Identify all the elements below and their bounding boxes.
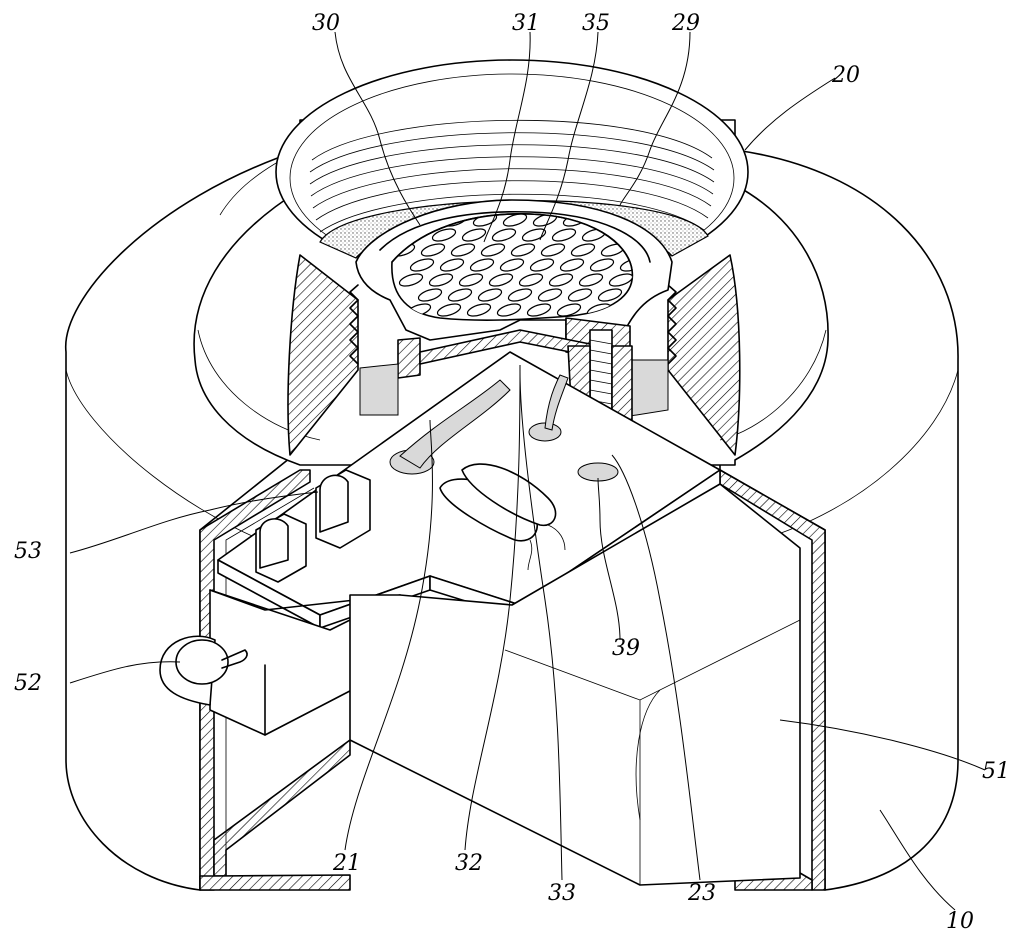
mesh-hole bbox=[570, 243, 596, 257]
mesh-hole bbox=[461, 228, 487, 242]
ref-53: 53 bbox=[14, 539, 42, 564]
mesh-hole bbox=[507, 288, 533, 302]
mesh-hole bbox=[477, 288, 503, 302]
mesh-hole bbox=[589, 258, 615, 272]
connector-53 bbox=[255, 469, 371, 583]
ref-23: 23 bbox=[687, 881, 716, 906]
mesh-hole bbox=[529, 258, 555, 272]
mesh-hole bbox=[469, 258, 495, 272]
mesh-hole bbox=[499, 258, 525, 272]
ref-30: 30 bbox=[312, 11, 340, 36]
ref-33: 33 bbox=[548, 881, 576, 906]
ref-10: 10 bbox=[946, 909, 974, 934]
mesh-hole bbox=[431, 228, 457, 242]
ref-31: 31 bbox=[512, 11, 540, 36]
mesh-hole bbox=[578, 273, 604, 287]
circuit-board-21 bbox=[217, 351, 721, 629]
mesh-hole bbox=[548, 273, 574, 287]
mesh-hole bbox=[480, 243, 506, 257]
mesh-hole bbox=[510, 243, 536, 257]
mesh-hole bbox=[436, 303, 462, 317]
mesh-hole bbox=[559, 258, 585, 272]
mesh-hole bbox=[567, 288, 593, 302]
mesh-hole bbox=[556, 303, 582, 317]
ref-20: 20 bbox=[831, 63, 860, 88]
battery-51 bbox=[349, 483, 801, 886]
mesh-hole bbox=[420, 243, 446, 257]
mesh-hole bbox=[439, 258, 465, 272]
ref-29: 29 bbox=[671, 11, 700, 36]
mesh-hole bbox=[491, 228, 517, 242]
ref-39: 39 bbox=[612, 636, 640, 661]
ref-35: 35 bbox=[582, 11, 610, 36]
mesh-hole bbox=[597, 288, 623, 302]
leader-lines bbox=[69, 31, 986, 911]
reference-numerals: 30 31 35 29 20 53 52 39 51 21 32 33 23 1… bbox=[14, 11, 1010, 934]
mesh-hole bbox=[466, 303, 492, 317]
mesh-hole bbox=[488, 273, 514, 287]
ref-32: 32 bbox=[455, 851, 483, 876]
mesh-hole bbox=[502, 213, 528, 227]
mesh-hole bbox=[409, 258, 435, 272]
mesh-hole bbox=[447, 288, 473, 302]
mesh-hole bbox=[417, 288, 443, 302]
mesh-hole bbox=[518, 273, 544, 287]
mesh-hole bbox=[428, 273, 454, 287]
mesh-31 bbox=[391, 213, 634, 321]
mesh-hole bbox=[537, 288, 563, 302]
mesh-hole bbox=[496, 303, 522, 317]
ref-51: 51 bbox=[982, 759, 1010, 784]
mesh-hole bbox=[398, 273, 424, 287]
mesh-hole bbox=[458, 273, 484, 287]
mesh-hole bbox=[608, 273, 633, 287]
mesh-hole bbox=[450, 243, 476, 257]
mesh-hole bbox=[521, 228, 547, 242]
ref-52: 52 bbox=[14, 671, 42, 696]
ref-21: 21 bbox=[332, 851, 361, 876]
mesh-hole bbox=[526, 303, 552, 317]
mesh-hole bbox=[540, 243, 566, 257]
mesh-hole bbox=[551, 228, 577, 242]
